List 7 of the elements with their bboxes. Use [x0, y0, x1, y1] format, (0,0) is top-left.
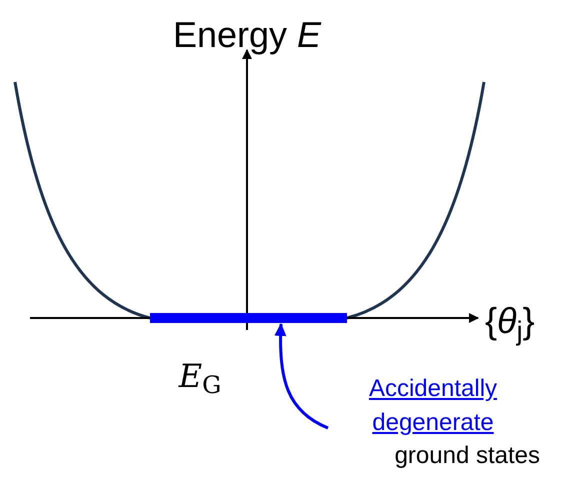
- ground-state-bar: [150, 313, 347, 323]
- link-text: Accidentally degenerate: [368, 374, 498, 438]
- ground-energy-label: E$_{G}$: [177, 356, 222, 400]
- axis-label: Energy E: [172, 13, 322, 57]
- annotation-text: ground states: [394, 441, 540, 472]
- arrow: [274, 323, 329, 430]
- axis-label: {θ$_{j}$}: [485, 299, 536, 348]
